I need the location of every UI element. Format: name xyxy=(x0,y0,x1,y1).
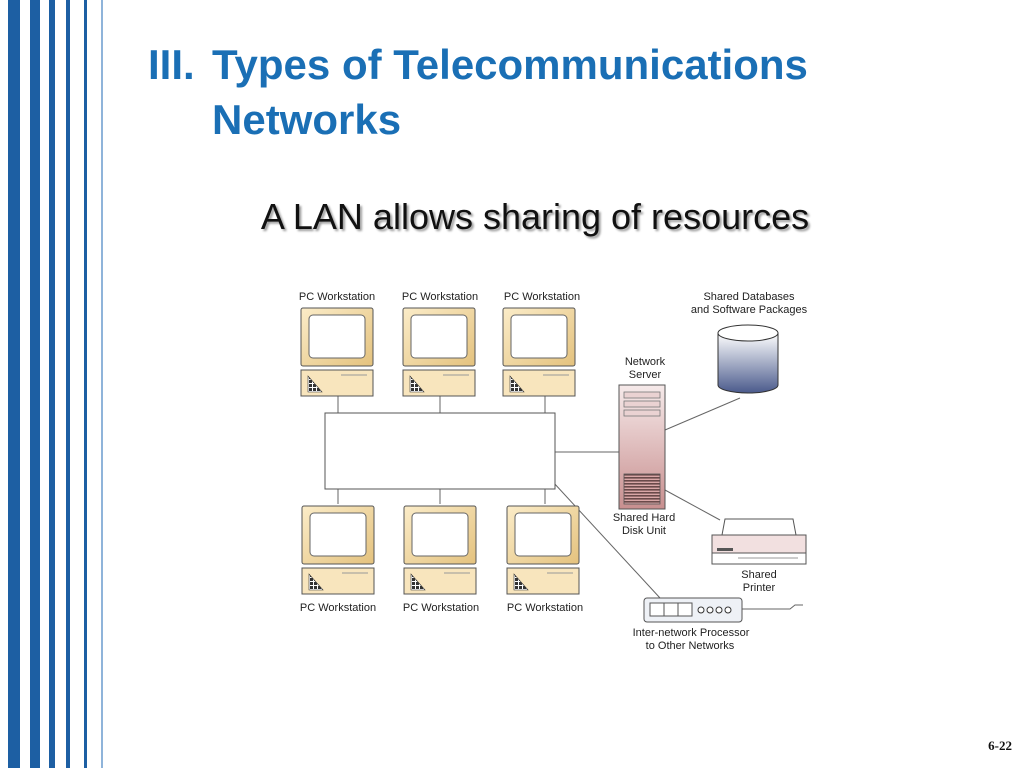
workstation-5 xyxy=(403,505,477,595)
title-number: III. xyxy=(148,41,195,88)
server-label-line-1: Network xyxy=(625,356,666,368)
workstation-6-label: PC Workstation xyxy=(507,602,583,614)
left-stripe-3 xyxy=(49,0,55,768)
workstation-5-label: PC Workstation xyxy=(403,602,479,614)
link-server-printer xyxy=(664,489,721,521)
server-icon xyxy=(618,384,666,510)
title-line-2: Networks xyxy=(212,95,402,143)
left-stripe-4 xyxy=(66,0,70,768)
workstation-2 xyxy=(402,307,476,397)
database-icon xyxy=(717,324,779,394)
internetwork-processor-icon xyxy=(643,597,743,623)
processor-label-line-1: Inter-network Processor xyxy=(633,627,750,639)
disk-label-line-2: Disk Unit xyxy=(622,525,666,537)
link-processor-external xyxy=(742,604,803,610)
lan-hub-box xyxy=(324,412,556,490)
server-label-line-2: Server xyxy=(629,369,662,381)
left-stripe-5 xyxy=(84,0,87,768)
workstation-4-label: PC Workstation xyxy=(300,602,376,614)
workstation-2-label: PC Workstation xyxy=(402,291,478,303)
workstation-4 xyxy=(301,505,375,595)
workstation-1 xyxy=(300,307,374,397)
workstation-3-label: PC Workstation xyxy=(504,291,580,303)
databases-label-line-2: and Software Packages xyxy=(691,304,808,316)
processor-label-line-2: to Other Networks xyxy=(646,640,735,652)
databases-label-line-1: Shared Databases xyxy=(703,291,795,303)
printer-label-line-2: Printer xyxy=(743,582,776,594)
workstation-6 xyxy=(506,505,580,595)
title-line-1: Types of Telecommunications xyxy=(212,41,808,88)
link-server-database xyxy=(664,397,741,431)
workstation-1-label: PC Workstation xyxy=(299,291,375,303)
left-stripe-6 xyxy=(101,0,103,768)
printer-icon xyxy=(711,518,807,565)
slide-title: III. Types of Telecommunications Networks xyxy=(148,38,808,147)
page-number: 6-22 xyxy=(988,738,1012,753)
printer-label-line-1: Shared xyxy=(741,569,776,581)
link-hub-processor xyxy=(552,481,661,599)
disk-label-line-1: Shared Hard xyxy=(613,512,675,524)
slide-subtitle: A LAN allows sharing of resources xyxy=(260,196,810,237)
left-stripe-1 xyxy=(8,0,20,768)
workstation-3 xyxy=(502,307,576,397)
left-stripe-2 xyxy=(30,0,40,768)
